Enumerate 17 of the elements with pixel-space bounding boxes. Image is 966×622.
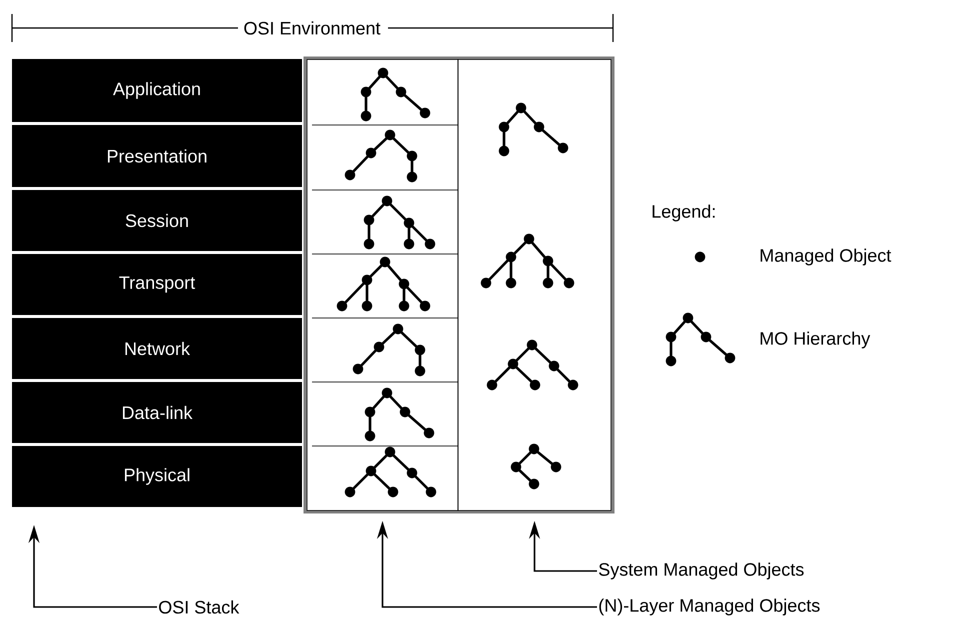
column-box <box>458 59 612 511</box>
layer-box: Application <box>12 59 302 122</box>
frame-box <box>304 56 614 514</box>
heading-label: OSI Environment <box>244 21 380 35</box>
callout-label: OSI Stack <box>159 600 240 614</box>
layer-box: Network <box>12 318 302 379</box>
legend-label: MO Hierarchy <box>760 332 870 348</box>
layer-box: Data-link <box>12 382 302 443</box>
legend-label: Managed Object <box>760 248 892 266</box>
layer-box: Session <box>12 190 302 251</box>
callout-label: (N)-Layer Managed Objects <box>599 598 820 616</box>
column-box <box>306 59 458 511</box>
callout-label: System Managed Objects <box>599 562 804 580</box>
layer-box: Presentation <box>12 125 302 187</box>
layer-box: Transport <box>12 254 302 315</box>
layer-box: Physical <box>12 446 302 507</box>
legend-heading: Legend: <box>652 204 715 222</box>
